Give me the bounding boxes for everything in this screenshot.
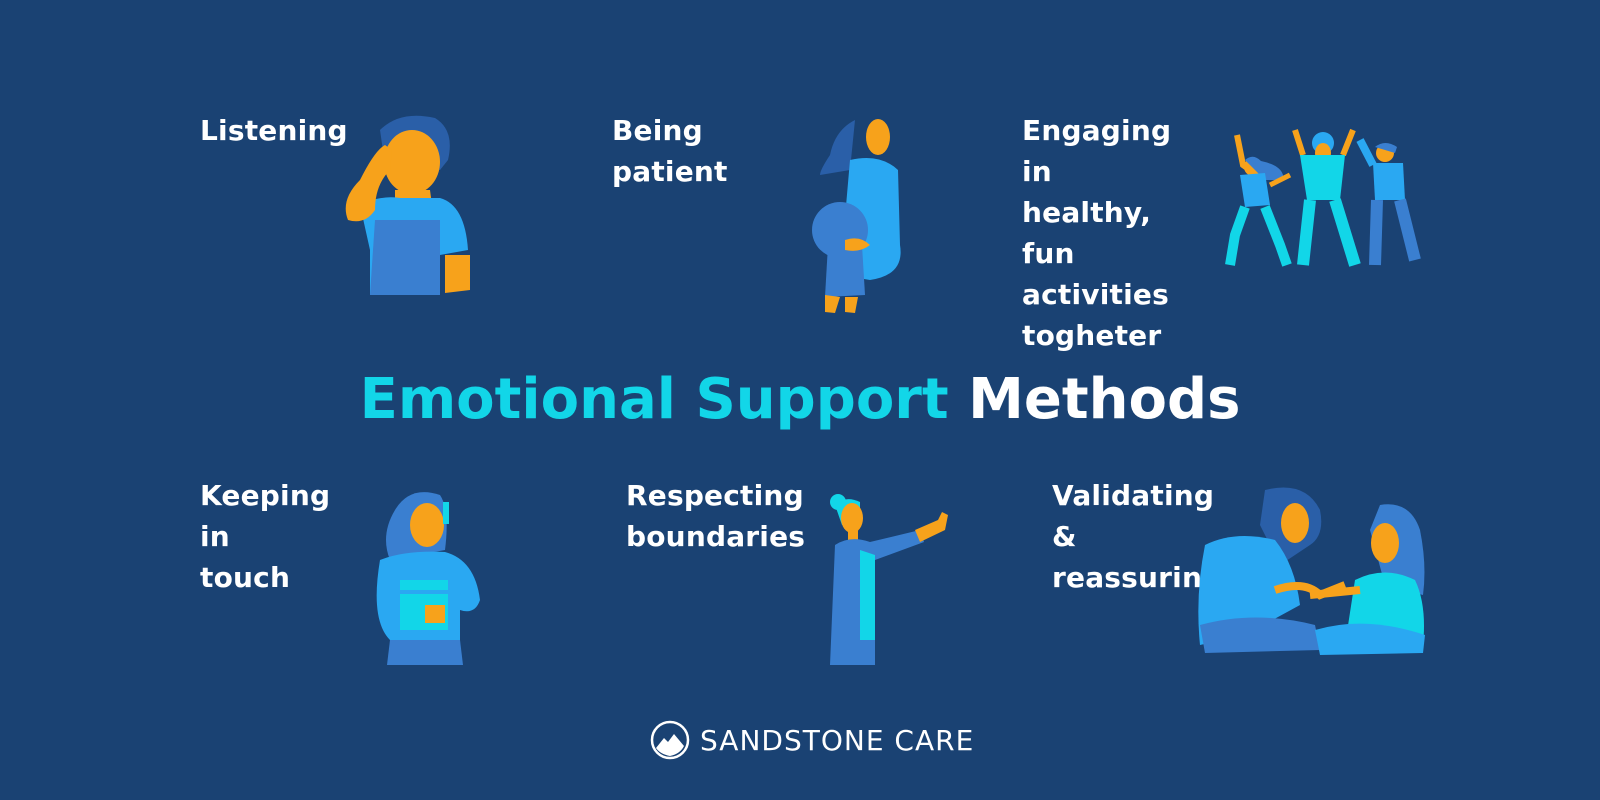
person-on-phone-icon [376, 492, 480, 665]
method-label: Engaging in healthy, fun activities togh… [1022, 114, 1172, 352]
method-label: Keeping in touch [200, 479, 331, 594]
people-dancing-icon [1225, 128, 1421, 267]
brand-name: SANDSTONE CARE [700, 723, 975, 757]
method-label: Listening [200, 114, 348, 147]
method-label: Respecting boundaries [626, 479, 806, 553]
brand-logo: SANDSTONE CARE [650, 720, 974, 760]
page-title: Emotional Support Methods [0, 365, 1600, 435]
person-stop-gesture-icon [830, 494, 948, 665]
method-label: Being patient [612, 114, 728, 188]
people-holding-hands-icon [1198, 487, 1425, 655]
title-accent: Emotional Support [359, 367, 949, 432]
method-label: Validating & reassuring [1052, 479, 1223, 594]
title-main: Methods [968, 367, 1241, 432]
person-listening-icon [345, 115, 470, 295]
mountain-circle-logo-icon [650, 720, 690, 760]
person-holding-child-icon [812, 119, 901, 313]
